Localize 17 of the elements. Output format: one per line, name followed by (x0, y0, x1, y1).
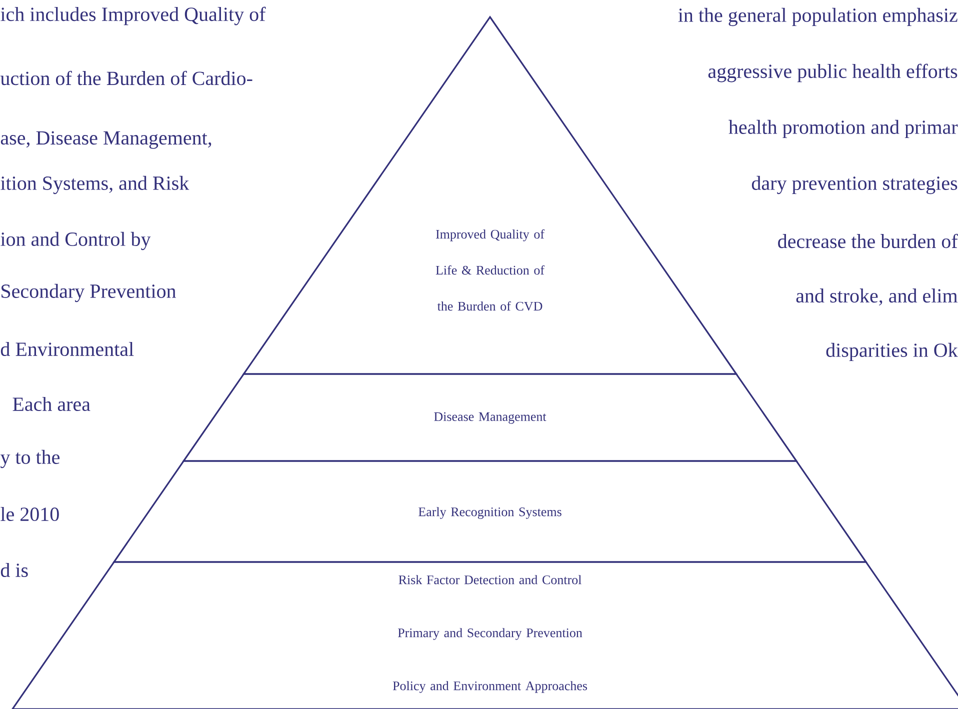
side-text: ase, Disease Management, (0, 131, 212, 149)
side-text: ich includes Improved Quality of (0, 6, 266, 26)
side-text: Secondary Prevention (2, 284, 176, 302)
side-text: ion and Control by (0, 232, 151, 250)
side-text: decrease the burden of (778, 234, 958, 248)
side-text: d is (0, 562, 28, 578)
side-text: le 2010 (0, 506, 59, 522)
side-text: d Environmental (0, 342, 134, 356)
side-text: Each area (12, 396, 90, 412)
side-text: health promotion and primar (728, 120, 958, 138)
side-text: and stroke, and elim (796, 288, 958, 306)
side-text: aggressive public health efforts (708, 64, 958, 82)
side-text: disparities in Ok (826, 342, 958, 362)
side-text: ition Systems, and Risk (0, 176, 190, 194)
side-text: y to the (0, 450, 60, 468)
side-text: in the general population emphasiz (678, 8, 958, 26)
side-text: uction of the Burden of Cardio- (0, 70, 252, 86)
